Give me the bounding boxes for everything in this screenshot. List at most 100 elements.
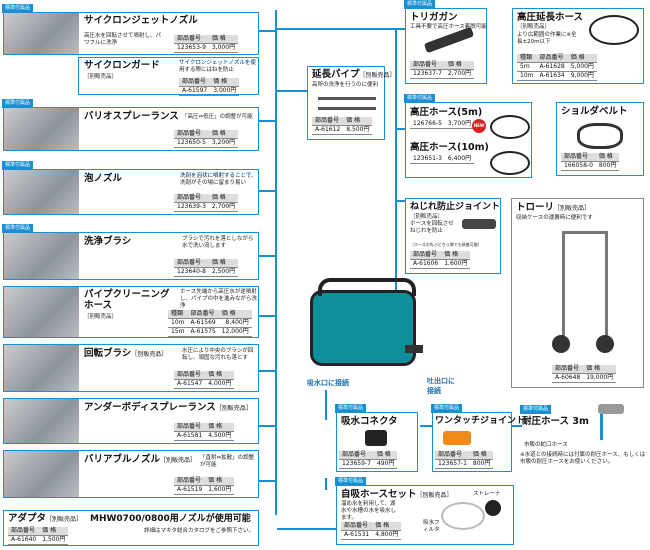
item-foam-nozzle[interactable]: 標準付属品 泡ノズル 洗剤を泡状に噴射することで、洗剤がその場に留まり易い 部品… [2,161,259,215]
item-vario-spray-lance[interactable]: 標準付属品 バリオスプレーランス 「高圧⇔低圧」の調整が可能 部品番号価 格 1… [2,99,259,151]
compat-title: MHW0700/0800用ノズルが使用可能 [90,514,251,524]
item-title: ねじれ防止ジョイント [410,202,501,212]
branch-line-7 [258,425,276,427]
connector-line-onetouch [420,425,432,427]
pressure-hose-title[interactable]: 耐圧ホース 3m [522,416,589,427]
std-tag: 標準付属品 [2,161,34,170]
connector-line-joint [397,200,407,202]
item-rotating-brush[interactable]: 回転ブラシ［別販売品］ 水圧により中央のブラシが回転し、頑固な汚れも落とす 部品… [3,344,259,392]
top-trunk-line [275,28,405,30]
photo-cyclone [4,13,79,54]
std-tag: 標準付属品 [404,94,436,103]
pressure-note-1: 市販の蛇口ホース [524,442,568,448]
item-desc: より広範囲の作業に※全長±20m以下 [517,32,577,45]
photo-underbody [4,399,79,443]
item-self-suction-hose[interactable]: 標準付属品 自吸ホースセット［別販売品］ 溜め水を利用して、湖水や水槽の水を吸水… [335,477,514,545]
item-title: トリガガン [410,12,458,23]
item-pipe-cleaning-hose[interactable]: パイプクリーニングホース ［別販売品］ ホース先端から高圧水が逆噴射し、パイプの… [3,286,259,338]
item-title: ショルダベルト [561,106,628,117]
pressure-note-2: ※水道との接続時には付属の耐圧ホース、もしくは市販の耐圧ホースをお使いください。 [520,452,646,465]
faucet-icon [598,404,624,414]
item-variable-nozzle[interactable]: バリアブルノズル［別販売品］ 「直射⇔拡散」の調整が可能 部品番号価 格 A-6… [3,450,259,498]
connector-line-intake [325,390,327,420]
std-tag: 標準付属品 [335,477,367,486]
item-desc: サイクロンジェットノズルを使用する際にはねを防止 [179,60,256,73]
branch-line-6 [258,370,276,372]
item-note: （ホースの先ぶどちら側でも装着可能） [410,242,482,247]
trolley-wheel-right [596,335,614,353]
item-desc: 溜め水を利用して、湖水や水槽の水を吸水します。 [341,501,397,521]
item-title: サイクロンガード [84,60,160,71]
item-title: パイプクリーニングホース [84,289,170,311]
photo-rotbrush [4,345,79,391]
item-title: 洗浄ブラシ [84,236,132,247]
joint-graphic [462,219,496,229]
branch-line-5 [258,315,276,317]
item-desc: ブラシで汚れを落としながら水で洗い流します [182,236,254,249]
trolley-frame [562,231,608,344]
item-desc: 高所の洗浄を行うのに便利 [312,82,379,88]
pipe-graphic [318,97,376,100]
item-trigger-gun[interactable]: 標準付属品 トリガガン 工具不要で高圧ホース着脱可能 部品番号価 格 12363… [404,0,487,84]
item-title: アンダーボディスプレーランス［別販売品］ [84,402,252,413]
inlet-label: 吸水口に接続 [307,379,349,387]
joint-graphic [443,431,471,445]
pressure-washer-machine[interactable] [310,290,416,366]
std-tag: 標準付属品 [431,404,463,413]
hose-line-graphic [600,414,603,440]
item-desc: 高圧水を回転させて噴射し、パワフルに洗浄 [84,33,162,46]
photo-vario [4,108,79,150]
item-suffix: ［別販売品］ [517,24,551,30]
photo-brush [4,233,79,279]
connector-line-ext [277,90,307,92]
item-desc: ホース先端から高圧水が逆噴射し、パイプの中を進みながら洗浄 [180,289,258,309]
item-title: 延長パイプ［別販売品］ [312,69,396,80]
item-cyclone-jet-nozzle[interactable]: 標準付属品 サイクロンジェットノズル 高圧水を回転させて噴射し、パワフルに洗浄 … [2,4,259,55]
hp10-title: 高圧ホース(10m) [410,142,489,153]
hp5-title: 高圧ホース(5m) [410,107,483,118]
item-desc: 「直射⇔拡散」の調整が可能 [200,455,255,468]
connector-line-hose [397,128,407,130]
branch-line-8 [258,480,276,482]
item-extension-pipe[interactable]: 延長パイプ［別販売品］ 高所の洗浄を行うのに便利 部品番号価 格 A-61612… [307,66,396,140]
item-swivel-joint[interactable]: ねじれ防止ジョイント ［別販売品］ ホースを回転させねじれを防止 （ホースの先ぶ… [405,198,501,274]
item-desc: 収納ケースの運搬時に便利です [516,215,593,221]
item-trolley[interactable]: トローリ［別販売品］ 収納ケースの運搬時に便利です 部品番号価 格 A-6064… [511,198,644,388]
item-desc: 「高圧⇔低圧」の調整が可能 [182,114,253,120]
std-tag: 標準付属品 [2,4,34,13]
item-desc: 水圧により中央のブラシが回転し、頑固な汚れも落とす [182,348,254,361]
item-washing-brush[interactable]: 標準付属品 洗浄ブラシ ブラシで汚れを落としながら水で洗い流します 部品番号価 … [2,224,259,280]
hose-graphic-5m [490,115,530,139]
item-desc: 洗剤を泡状に噴射することで、洗剤がその場に留まり易い [180,173,257,186]
item-cyclone-guard[interactable]: サイクロンガード ［別販売品］ サイクロンジェットノズルを使用する際にはねを防止… [78,57,259,96]
item-title: バリオスプレーランス [84,111,179,122]
connector-graphic [365,430,387,446]
connector-line-bottom [277,528,337,530]
std-tag: 標準付属品 [2,224,34,233]
item-title: バリアブルノズル［別販売品］ [84,454,197,465]
item-suffix: ［別販売品］ [84,314,118,320]
item-title: トローリ［別販売品］ [516,202,591,213]
suction-hose-graphic [441,502,485,530]
item-hp-extension-hose[interactable]: 高圧延長ホース ［別販売品］ より広範囲の作業に※全長±20m以下 種類部品番号… [512,8,644,84]
strainer-label: ストレーナ [473,491,501,497]
item-title: 自吸ホースセット［別販売品］ [341,489,453,500]
